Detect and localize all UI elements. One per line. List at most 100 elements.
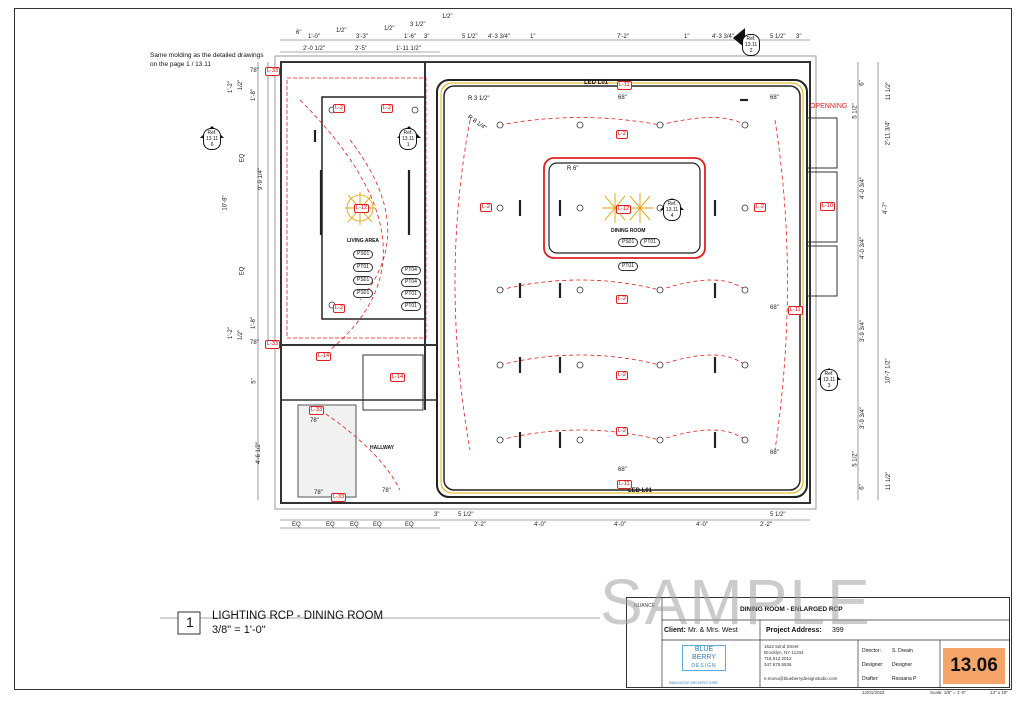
fixture-tag[interactable]: L-2 <box>616 130 628 139</box>
fixture-tag[interactable]: L-2 <box>754 203 766 212</box>
dim-left-4: 10'-8" <box>222 195 229 211</box>
director-value: S. Dreain <box>892 648 913 654</box>
scale-label: Scale: <box>930 690 943 695</box>
dim-top-3: 3'-3" <box>356 34 368 40</box>
dim-right-6: 4'-0 3/4" <box>859 237 866 259</box>
fixture-tag[interactable]: L-2 <box>333 104 345 113</box>
dim-left-3: 9'-9 1/4" <box>257 168 264 190</box>
drafter-label: Drafter: <box>862 676 879 682</box>
radius-label-1: R 3 1/2" <box>468 96 490 102</box>
switch-pill: PS01 <box>353 276 374 285</box>
drawing-title: LIGHTING RCP - DINING ROOM <box>212 610 384 622</box>
dim-left-1: 1/2" <box>238 79 245 91</box>
sample-watermark: SAMPLE <box>600 566 872 638</box>
switch-pill: PT04 <box>401 266 421 275</box>
dim-top-8: 3" <box>424 34 430 40</box>
dim-right-8: 10'-7 1/2" <box>885 358 892 384</box>
dim-top-9: 5 1/2" <box>462 34 478 40</box>
dim-top-5: 3 1/2" <box>410 22 426 28</box>
dim-top-6: 1/2" <box>442 14 453 20</box>
fixture-tag[interactable]: L-2 <box>480 203 492 212</box>
dim-bottom-6: 5 1/2" <box>458 512 474 518</box>
led-label-bottom: LED L01 <box>628 488 653 494</box>
fixture-tag[interactable]: L-12 <box>354 204 370 213</box>
drafter-value: Rossana P <box>892 676 917 682</box>
dim-top-4: 1/2" <box>384 26 395 32</box>
dim-bottom-11: 2'-2" <box>760 522 772 528</box>
dim-top-14: 4'-3 3/4" <box>712 34 734 40</box>
fixture-tag[interactable]: L-11 <box>617 480 632 489</box>
project-value: 399 <box>832 627 844 634</box>
fixture-tag[interactable]: L-2 <box>616 427 628 436</box>
fixture-tag[interactable]: L-11 <box>617 81 632 90</box>
scale-value: 3/8" = 1'-0" <box>944 690 966 695</box>
dim-right-11: 6" <box>859 484 866 490</box>
designer-value: Designer <box>892 662 913 668</box>
dim-bottom-7: 2'-2" <box>474 522 486 528</box>
molding-note-ref: on the page 1 / 13.11 <box>150 61 211 68</box>
radius-label-3: R 6" <box>567 166 579 172</box>
dim-top-13: 1" <box>684 34 690 40</box>
dim-top-0: 6" <box>296 30 302 36</box>
dim-right-12: 11 1/2" <box>886 471 893 491</box>
sheet-label: DINING ROOM - ENLARGED RCP <box>740 606 843 613</box>
angle-label: 68" <box>618 95 627 101</box>
fixture-tag[interactable]: L-33 <box>309 406 325 415</box>
dim-right-2: 11 1/2" <box>886 81 893 101</box>
dim-top-12: 7'-2" <box>617 34 629 40</box>
dim-left-8: 1/2" <box>238 329 245 341</box>
office-address: 1622 52nd Street Brooklyn, NY 11204 718.… <box>764 644 804 667</box>
fixture-tag[interactable]: L-14 <box>316 352 332 361</box>
dim-bottom-8: 4'-0" <box>534 522 546 528</box>
fixture-tag[interactable]: L-10 <box>820 202 836 211</box>
fixture-tag[interactable]: L-11 <box>788 306 803 315</box>
fixture-tag[interactable]: L-33 <box>331 493 347 502</box>
dim-top-19: 1'-11 1/2" <box>396 46 421 52</box>
angle-label: 68" <box>770 305 779 311</box>
dim-bottom-4: EQ <box>350 522 359 528</box>
blueberry-logo: BLUE BERRY DESIGN <box>682 645 726 671</box>
dim-top-11: 1" <box>530 34 536 40</box>
angle-label: 78" <box>250 68 259 74</box>
fixture-tag[interactable]: L-12 <box>616 205 632 214</box>
dim-top-1: 1'-0" <box>308 34 320 40</box>
dim-left-9: 1'-2" <box>227 327 234 339</box>
drawing-sheet <box>14 8 1012 690</box>
dim-top-17: 2'-0 1/2" <box>303 46 325 52</box>
living-zone <box>286 77 427 339</box>
dim-left-11: 4'-6 1/2" <box>255 442 262 464</box>
angle-label: 68" <box>770 95 779 101</box>
dim-bottom-0: EQ <box>292 522 301 528</box>
dim-top-2: 1/2" <box>336 28 347 34</box>
dim-right-5: 4'-7" <box>882 202 889 214</box>
client-value: Mr. & Mrs. West <box>688 627 738 634</box>
office-email[interactable]: e.mono@blueberrydesignstudio.com <box>764 676 838 681</box>
angle-label: 78" <box>250 340 259 346</box>
outer-wall <box>280 61 811 504</box>
fixture-tag[interactable]: L-2 <box>616 295 628 304</box>
switch-pill: PT01 <box>640 238 660 247</box>
dim-left-6: EQ <box>239 266 246 276</box>
fixture-tag[interactable]: L-14 <box>390 373 406 382</box>
dim-top-16: 3" <box>796 34 802 40</box>
dim-top-18: 2'-5" <box>355 46 367 52</box>
angle-label: 68" <box>770 450 779 456</box>
living-area-label: LIVING AREA <box>347 238 380 244</box>
fixture-tag[interactable]: L-2 <box>381 104 393 113</box>
dim-bottom-2: EQ <box>373 522 382 528</box>
fixture-tag[interactable]: L-33 <box>265 340 281 349</box>
fixture-tag[interactable]: L-33 <box>265 67 281 76</box>
dim-right-1: 5 1/2" <box>852 103 859 119</box>
angle-label: 78" <box>382 488 391 494</box>
dim-bottom-12: 5 1/2" <box>770 512 786 518</box>
molding-note: Same molding as the detailed drawings <box>150 52 264 59</box>
fixture-tag[interactable]: L-2 <box>333 304 345 313</box>
fixture-tag[interactable]: L-2 <box>616 371 628 380</box>
hallway-label: HALLWAY <box>370 445 394 451</box>
dim-left-5: EQ <box>239 153 246 163</box>
